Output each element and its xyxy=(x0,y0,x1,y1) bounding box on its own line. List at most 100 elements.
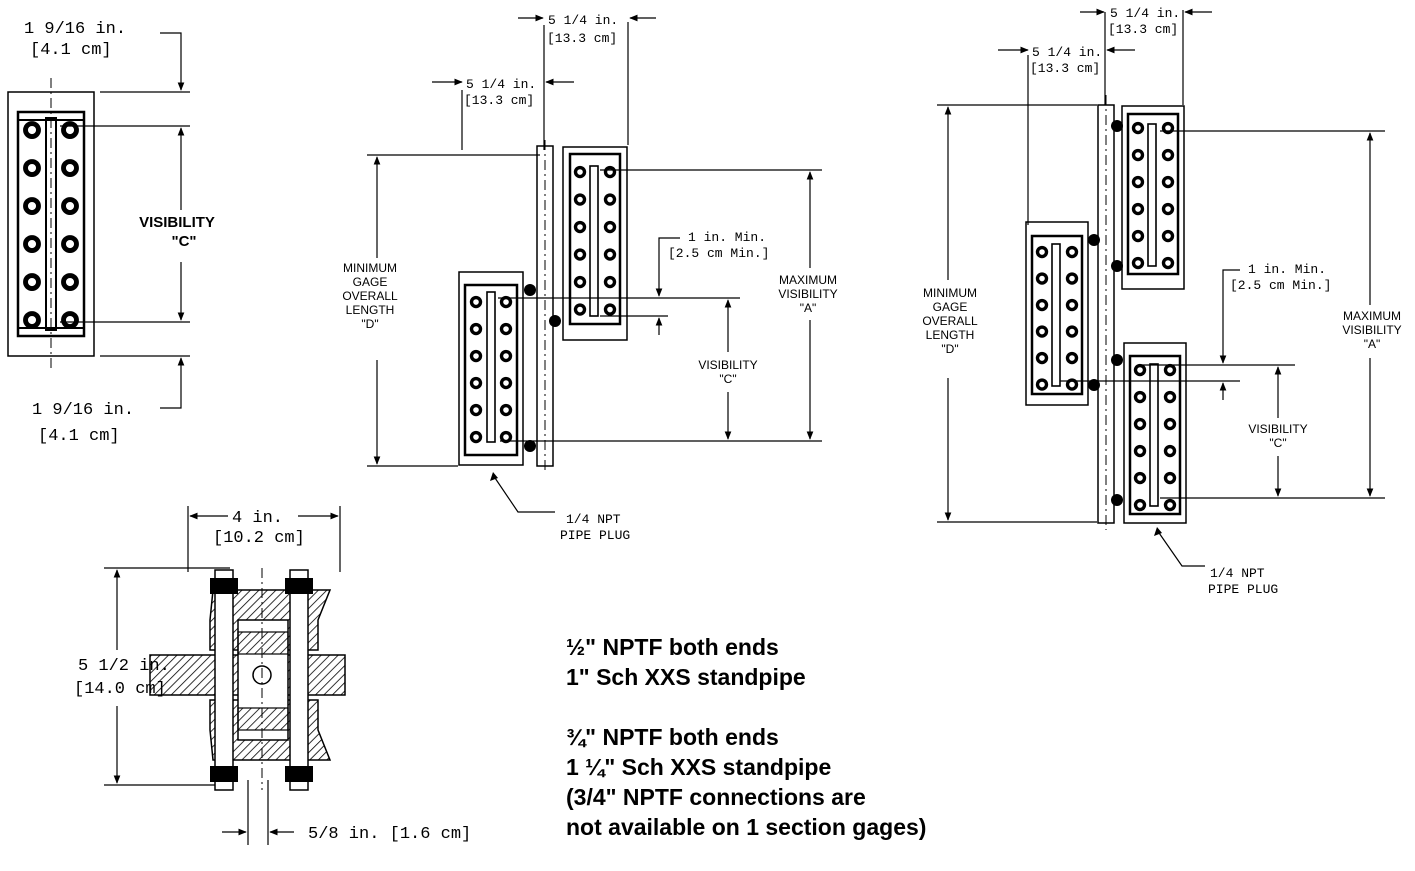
note-line-5: (3/4" NPTF connections are xyxy=(566,784,866,810)
bolt xyxy=(61,273,79,291)
section-height-in: 5 1/2 in. xyxy=(78,657,170,676)
center-visibility-label: VISIBILITY "C" xyxy=(698,358,757,386)
bolt xyxy=(1133,390,1147,404)
bolt xyxy=(499,376,513,390)
note-line-1: ½" NPTF both ends xyxy=(566,634,779,660)
bolt xyxy=(1131,148,1145,162)
right-overlap-in: 1 in. Min. xyxy=(1248,262,1326,277)
bolt xyxy=(1163,363,1177,377)
svg-text:"A": "A" xyxy=(1364,337,1381,351)
bolt xyxy=(23,121,41,139)
bolt xyxy=(1163,471,1177,485)
bolt xyxy=(1161,256,1175,270)
right-dim-right-in: 5 1/4 in. xyxy=(1110,6,1180,21)
svg-text:OVERALL: OVERALL xyxy=(342,289,398,303)
bolt xyxy=(573,165,587,179)
svg-text:"C": "C" xyxy=(1269,436,1286,450)
section-width-in: 4 in. xyxy=(232,509,283,528)
bolt xyxy=(1065,378,1079,391)
bolt xyxy=(1133,498,1147,512)
bolt xyxy=(469,376,483,390)
bolt xyxy=(1163,498,1177,512)
svg-text:"C": "C" xyxy=(719,372,736,386)
bolt xyxy=(499,295,513,309)
right-lower-bolts xyxy=(1133,363,1177,512)
bolt xyxy=(573,248,587,261)
bolt xyxy=(1035,378,1049,391)
bolt xyxy=(1133,363,1147,377)
bolt xyxy=(1161,229,1175,243)
svg-text:MAXIMUM: MAXIMUM xyxy=(779,273,837,287)
right-min-length-label: MINIMUM GAGE OVERALL LENGTH "D" xyxy=(922,286,978,356)
bolt xyxy=(1161,148,1175,162)
bolt xyxy=(573,303,587,316)
bolt xyxy=(23,235,41,253)
bolt xyxy=(1161,121,1175,135)
center-overlap-cm: [2.5 cm Min.] xyxy=(668,246,769,261)
svg-text:GAGE: GAGE xyxy=(353,275,388,289)
right-visibility-label: VISIBILITY "C" xyxy=(1248,422,1307,450)
bolt xyxy=(603,220,617,234)
bolt xyxy=(1163,390,1177,404)
svg-text:LENGTH: LENGTH xyxy=(926,328,975,342)
bolt xyxy=(573,193,587,206)
svg-text:VISIBILITY: VISIBILITY xyxy=(698,358,757,372)
bolt xyxy=(1131,229,1145,243)
bolt xyxy=(1035,272,1049,285)
bolt xyxy=(469,430,483,444)
left-top-dim-in: 1 9/16 in. xyxy=(24,20,126,39)
center-max-vis-label: MAXIMUM VISIBILITY "A" xyxy=(778,273,837,315)
bolt xyxy=(1065,245,1079,259)
center-dim-right-cm: [13.3 cm] xyxy=(547,31,617,46)
right-plug-label: 1/4 NPT PIPE PLUG xyxy=(1208,566,1278,597)
bolt xyxy=(499,430,513,444)
left-top-dim-cm: [4.1 cm] xyxy=(30,41,112,60)
bolt xyxy=(603,248,617,261)
svg-text:OVERALL: OVERALL xyxy=(922,314,978,328)
bolt xyxy=(603,303,617,316)
svg-text:"A": "A" xyxy=(800,301,817,315)
bolt xyxy=(469,322,483,336)
bolt xyxy=(469,349,483,363)
bolt xyxy=(1131,202,1145,216)
center-dim-left-in: 5 1/4 in. xyxy=(466,77,536,92)
bolt xyxy=(23,311,41,329)
svg-text:PIPE PLUG: PIPE PLUG xyxy=(560,528,630,543)
section-thickness: 5/8 in. [1.6 cm] xyxy=(308,825,471,844)
left-bottom-dim-in: 1 9/16 in. xyxy=(32,401,134,420)
svg-text:LENGTH: LENGTH xyxy=(346,303,395,317)
bolt xyxy=(573,220,587,234)
bolt xyxy=(1065,272,1079,285)
note-line-4: 1 ¼" Sch XXS standpipe xyxy=(566,754,832,780)
center-dim-right-in: 5 1/4 in. xyxy=(548,13,618,28)
bolt xyxy=(61,159,79,177)
right-gage xyxy=(937,8,1385,567)
bolt xyxy=(1035,325,1049,338)
bolt xyxy=(1131,121,1145,135)
svg-text:VISIBILITY: VISIBILITY xyxy=(1248,422,1307,436)
bolt xyxy=(499,322,513,336)
bolt xyxy=(1163,444,1177,458)
bolt xyxy=(1035,298,1049,312)
left-gage-bolts xyxy=(23,121,79,329)
left-visibility-label: VISIBILITY xyxy=(139,214,215,231)
right-overlap-cm: [2.5 cm Min.] xyxy=(1230,278,1331,293)
right-dim-left-in: 5 1/4 in. xyxy=(1032,45,1102,60)
section-height-cm: [14.0 cm] xyxy=(74,680,166,699)
center-dim-left-cm: [13.3 cm] xyxy=(464,93,534,108)
bolt xyxy=(499,403,513,417)
bolt xyxy=(61,197,79,215)
bolt xyxy=(1065,351,1079,365)
svg-text:1/4 NPT: 1/4 NPT xyxy=(566,512,621,527)
bolt xyxy=(603,275,617,289)
right-upper-bolts xyxy=(1131,121,1175,270)
svg-text:GAGE: GAGE xyxy=(933,300,968,314)
bolt xyxy=(603,193,617,206)
bolt xyxy=(469,403,483,417)
svg-text:1/4 NPT: 1/4 NPT xyxy=(1210,566,1265,581)
center-upper-bolts xyxy=(573,165,617,316)
svg-text:"D": "D" xyxy=(361,317,378,331)
bolt xyxy=(1133,471,1147,485)
note-line-2: 1" Sch XXS standpipe xyxy=(566,664,806,690)
